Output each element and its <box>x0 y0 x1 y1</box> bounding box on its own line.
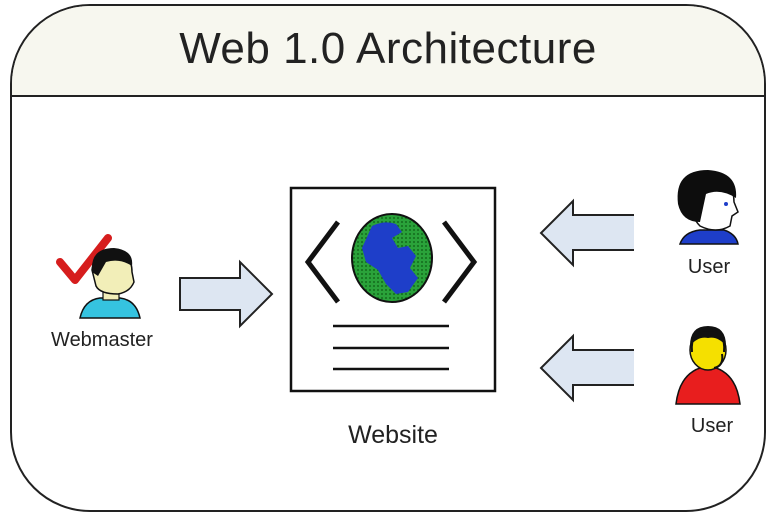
webmaster-person-icon <box>79 248 141 319</box>
user-bottom-node: User <box>675 326 741 437</box>
user-headset-icon <box>675 326 741 405</box>
user-top-node: User <box>677 170 739 278</box>
website-label: Website <box>348 421 438 449</box>
user-icon <box>677 170 739 245</box>
webmaster-node: Webmaster <box>51 234 153 351</box>
checkmark-icon <box>56 234 112 284</box>
arrow-user-top-to-website <box>539 198 634 268</box>
header-band: Web 1.0 Architecture <box>12 6 764 97</box>
webmaster-label: Webmaster <box>51 329 153 351</box>
right-angle-bracket <box>442 220 478 304</box>
user-top-label: User <box>688 256 731 278</box>
user-bottom-label: User <box>691 415 734 437</box>
arrow-user-bottom-to-website <box>539 333 634 403</box>
globe-icon <box>351 213 433 303</box>
left-angle-bracket <box>304 220 340 304</box>
website-node: Website <box>289 186 497 449</box>
arrow-webmaster-to-website <box>179 259 274 329</box>
page-title: Web 1.0 Architecture <box>179 24 597 73</box>
diagram-frame: Web 1.0 Architecture <box>10 4 766 512</box>
